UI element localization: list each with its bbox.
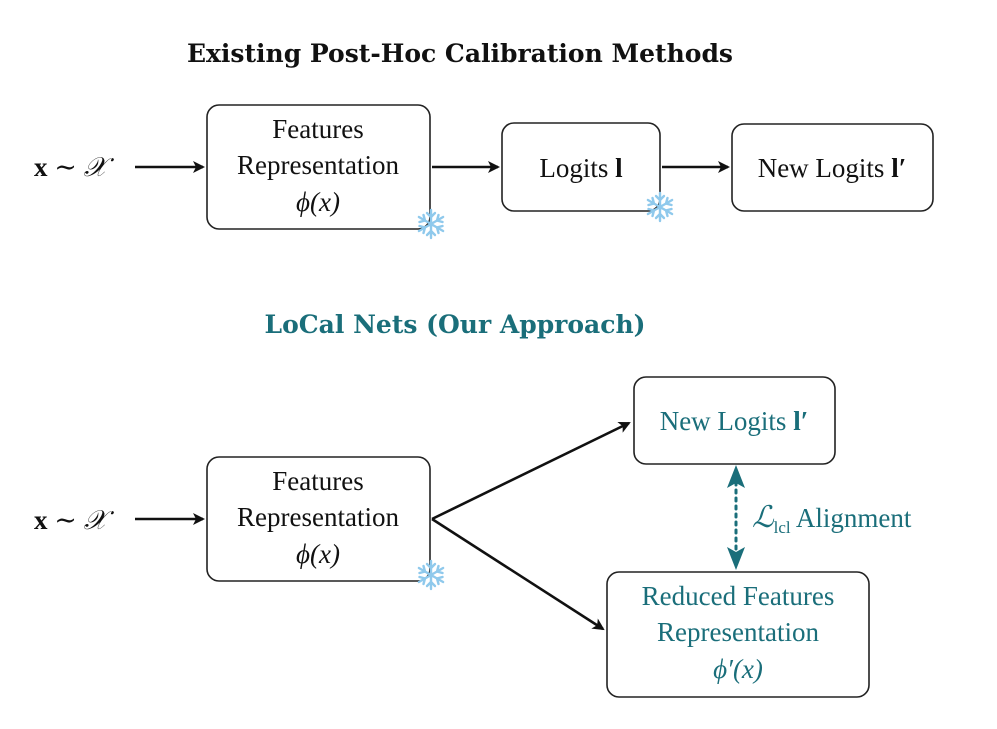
top-new-logits-label: New Logits l′ <box>758 153 907 183</box>
top-input-label: x ∼ 𝒳 <box>34 152 115 182</box>
bottom-reduced-line2: Representation <box>657 617 819 647</box>
bottom-input-label: x ∼ 𝒳 <box>34 505 115 535</box>
top-logits-label: Logits l <box>539 153 623 183</box>
top-features-box <box>206 104 431 230</box>
bottom-new-logits-label: New Logits l′ <box>660 406 809 436</box>
alignment-label: ℒlcl Alignment <box>752 501 912 537</box>
top-new-logits-box <box>731 123 934 212</box>
bottom-title: LoCal Nets (Our Approach) <box>265 310 646 339</box>
bottom-features-line3: ϕ(x) <box>296 539 340 569</box>
top-title: Existing Post-Hoc Calibration Methods <box>187 39 733 68</box>
bottom-features-box <box>206 456 431 582</box>
top-features-line1: Features <box>272 114 363 144</box>
bottom-reduced-features-box <box>606 571 870 698</box>
bottom-new-logits-box <box>633 376 836 465</box>
top-features-line2: Representation <box>237 150 399 180</box>
alignment-arrowhead-up <box>727 465 745 488</box>
bottom-reduced-line3: ϕ′(x) <box>713 654 763 684</box>
bottom-features-line1: Features <box>272 466 363 496</box>
top-logits-box <box>501 122 661 212</box>
bottom-reduced-line1: Reduced Features <box>642 581 835 611</box>
alignment-arrowhead-down <box>727 547 745 570</box>
bottom-arrow-to-new-logits <box>431 421 631 521</box>
top-features-line3: ϕ(x) <box>296 187 340 217</box>
bottom-features-line2: Representation <box>237 502 399 532</box>
bottom-arrow-to-reduced-features <box>431 517 605 631</box>
